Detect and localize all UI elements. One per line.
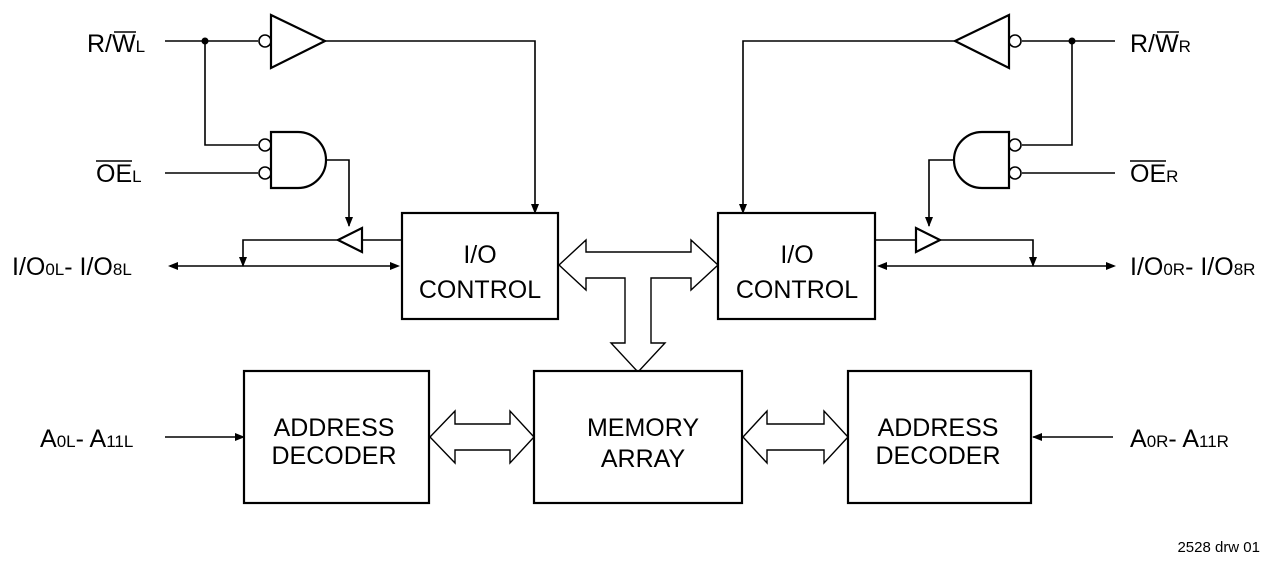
central-data-bus	[557, 238, 720, 374]
io-control-right-line2: CONTROL	[736, 276, 858, 304]
and-right-bubble-top	[1008, 138, 1022, 152]
io-control-right-line1: I/O	[780, 241, 813, 269]
addr-left-label: A0L- A11L	[40, 425, 133, 453]
drawing-id: 2528 drw 01	[1177, 539, 1260, 556]
io-control-right	[716, 211, 877, 321]
tristate-right-output	[940, 239, 1037, 267]
io-left-arrow-in	[390, 262, 400, 270]
address-decoder-right	[846, 369, 1033, 505]
and-gate-left	[269, 130, 328, 190]
and-gate-right	[952, 130, 1011, 190]
io-control-left	[400, 211, 560, 321]
rw-right-buffer	[952, 13, 1011, 70]
io-right-arrow-in	[877, 262, 887, 270]
memory-array	[532, 369, 744, 505]
tristate-left	[335, 226, 364, 254]
io-left-label: I/O0L- I/O8L	[12, 253, 132, 281]
address-decoder-right-line1: ADDRESS	[878, 414, 999, 442]
bus-decoder-left-memory	[429, 409, 535, 465]
memory-array-line2: ARRAY	[601, 445, 686, 473]
addr-right-label: A0R- A11R	[1130, 425, 1229, 453]
address-decoder-left-line1: ADDRESS	[274, 414, 395, 442]
rw-right-branch	[1022, 41, 1073, 146]
address-decoder-left	[242, 369, 431, 505]
address-decoder-right-line2: DECODER	[875, 442, 1000, 470]
rw-left-buffer	[269, 13, 328, 70]
io-control-left-line1: I/O	[463, 241, 496, 269]
rw-left-to-iocontrol	[325, 40, 539, 214]
bus-memory-decoder-right	[742, 409, 849, 465]
tristate-right	[914, 226, 943, 254]
tristate-left-output	[239, 239, 338, 267]
rw-left-branch	[204, 41, 258, 146]
and-left-bubble-top	[258, 138, 272, 152]
and-left-output	[326, 159, 353, 227]
rw-left-label: R/WL	[87, 30, 145, 58]
address-decoder-left-line2: DECODER	[271, 442, 396, 470]
io-left-arrow-out	[168, 262, 178, 270]
oe-left-label: OEL	[96, 160, 142, 188]
io-right-arrow-out	[1106, 262, 1116, 270]
and-right-bubble-bottom	[1008, 166, 1022, 180]
rw-right-label: R/WR	[1130, 30, 1191, 58]
rw-left-inverter-bubble	[258, 34, 272, 48]
and-left-bubble-bottom	[258, 166, 272, 180]
memory-array-line1: MEMORY	[587, 414, 699, 442]
and-right-output	[925, 159, 954, 227]
rw-right-inverter-bubble	[1008, 34, 1022, 48]
io-control-left-line2: CONTROL	[419, 276, 541, 304]
oe-right-label: OER	[1130, 160, 1178, 188]
io-right-label: I/O0R- I/O8R	[1130, 253, 1255, 281]
rw-right-to-iocontrol	[739, 40, 955, 214]
